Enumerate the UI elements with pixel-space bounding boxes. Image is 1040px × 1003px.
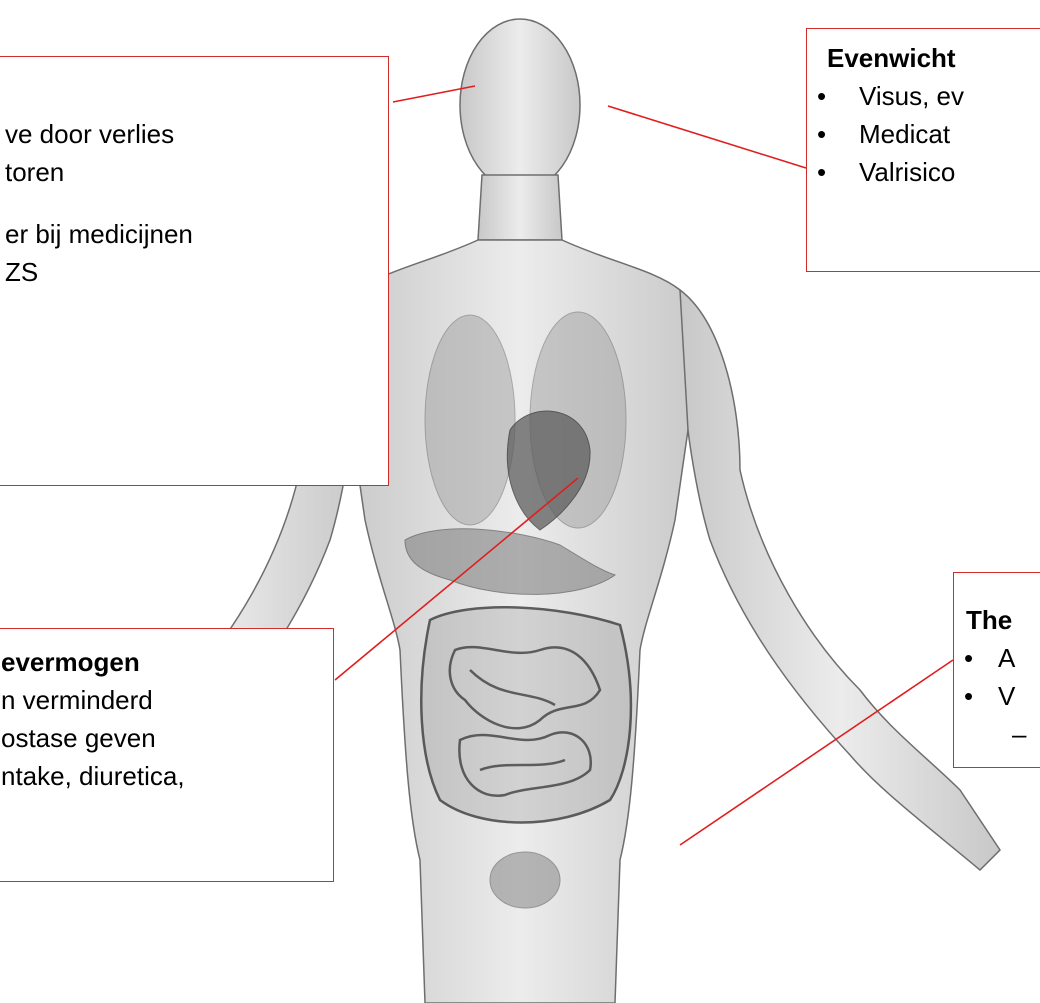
neck xyxy=(478,175,562,240)
bullet-item: V xyxy=(953,677,1040,715)
leader-line-top-right xyxy=(608,106,806,168)
intestines xyxy=(421,607,631,822)
bullet-item: Visus, ev xyxy=(806,77,1040,115)
callout-text-line xyxy=(5,191,388,215)
callout-mid-left: evermogen n verminderd ostase geven ntak… xyxy=(0,628,334,882)
callout-title: Evenwicht xyxy=(827,39,1040,77)
callout-text-line: n verminderd xyxy=(1,681,333,719)
bullet-item: A xyxy=(953,639,1040,677)
bladder xyxy=(490,852,560,908)
callout-bullet-list: A V xyxy=(953,639,1040,715)
callout-text-line: ostase geven xyxy=(1,719,333,757)
head xyxy=(460,19,580,191)
bullet-item: Medicat xyxy=(806,115,1040,153)
callout-text-line: ZS xyxy=(5,253,388,291)
bullet-item: Valrisico xyxy=(806,153,1040,191)
callout-text-line: ntake, diuretica, xyxy=(1,757,333,795)
callout-bullet-list: Visus, ev Medicat Valrisico xyxy=(806,77,1040,191)
callout-text-line: er bij medicijnen xyxy=(5,215,388,253)
callout-text-line: toren xyxy=(5,153,388,191)
callout-title: evermogen xyxy=(1,643,333,681)
callout-title: The xyxy=(966,601,1040,639)
left-lung xyxy=(425,315,515,525)
callout-top-left: ve door verlies toren er bij medicijnen … xyxy=(0,56,389,486)
callout-top-right: Evenwicht Visus, ev Medicat Valrisico xyxy=(806,28,1040,272)
callout-text-line: ve door verlies xyxy=(5,115,388,153)
right-arm xyxy=(680,290,1000,870)
callout-mid-right: The A V xyxy=(953,572,1040,768)
